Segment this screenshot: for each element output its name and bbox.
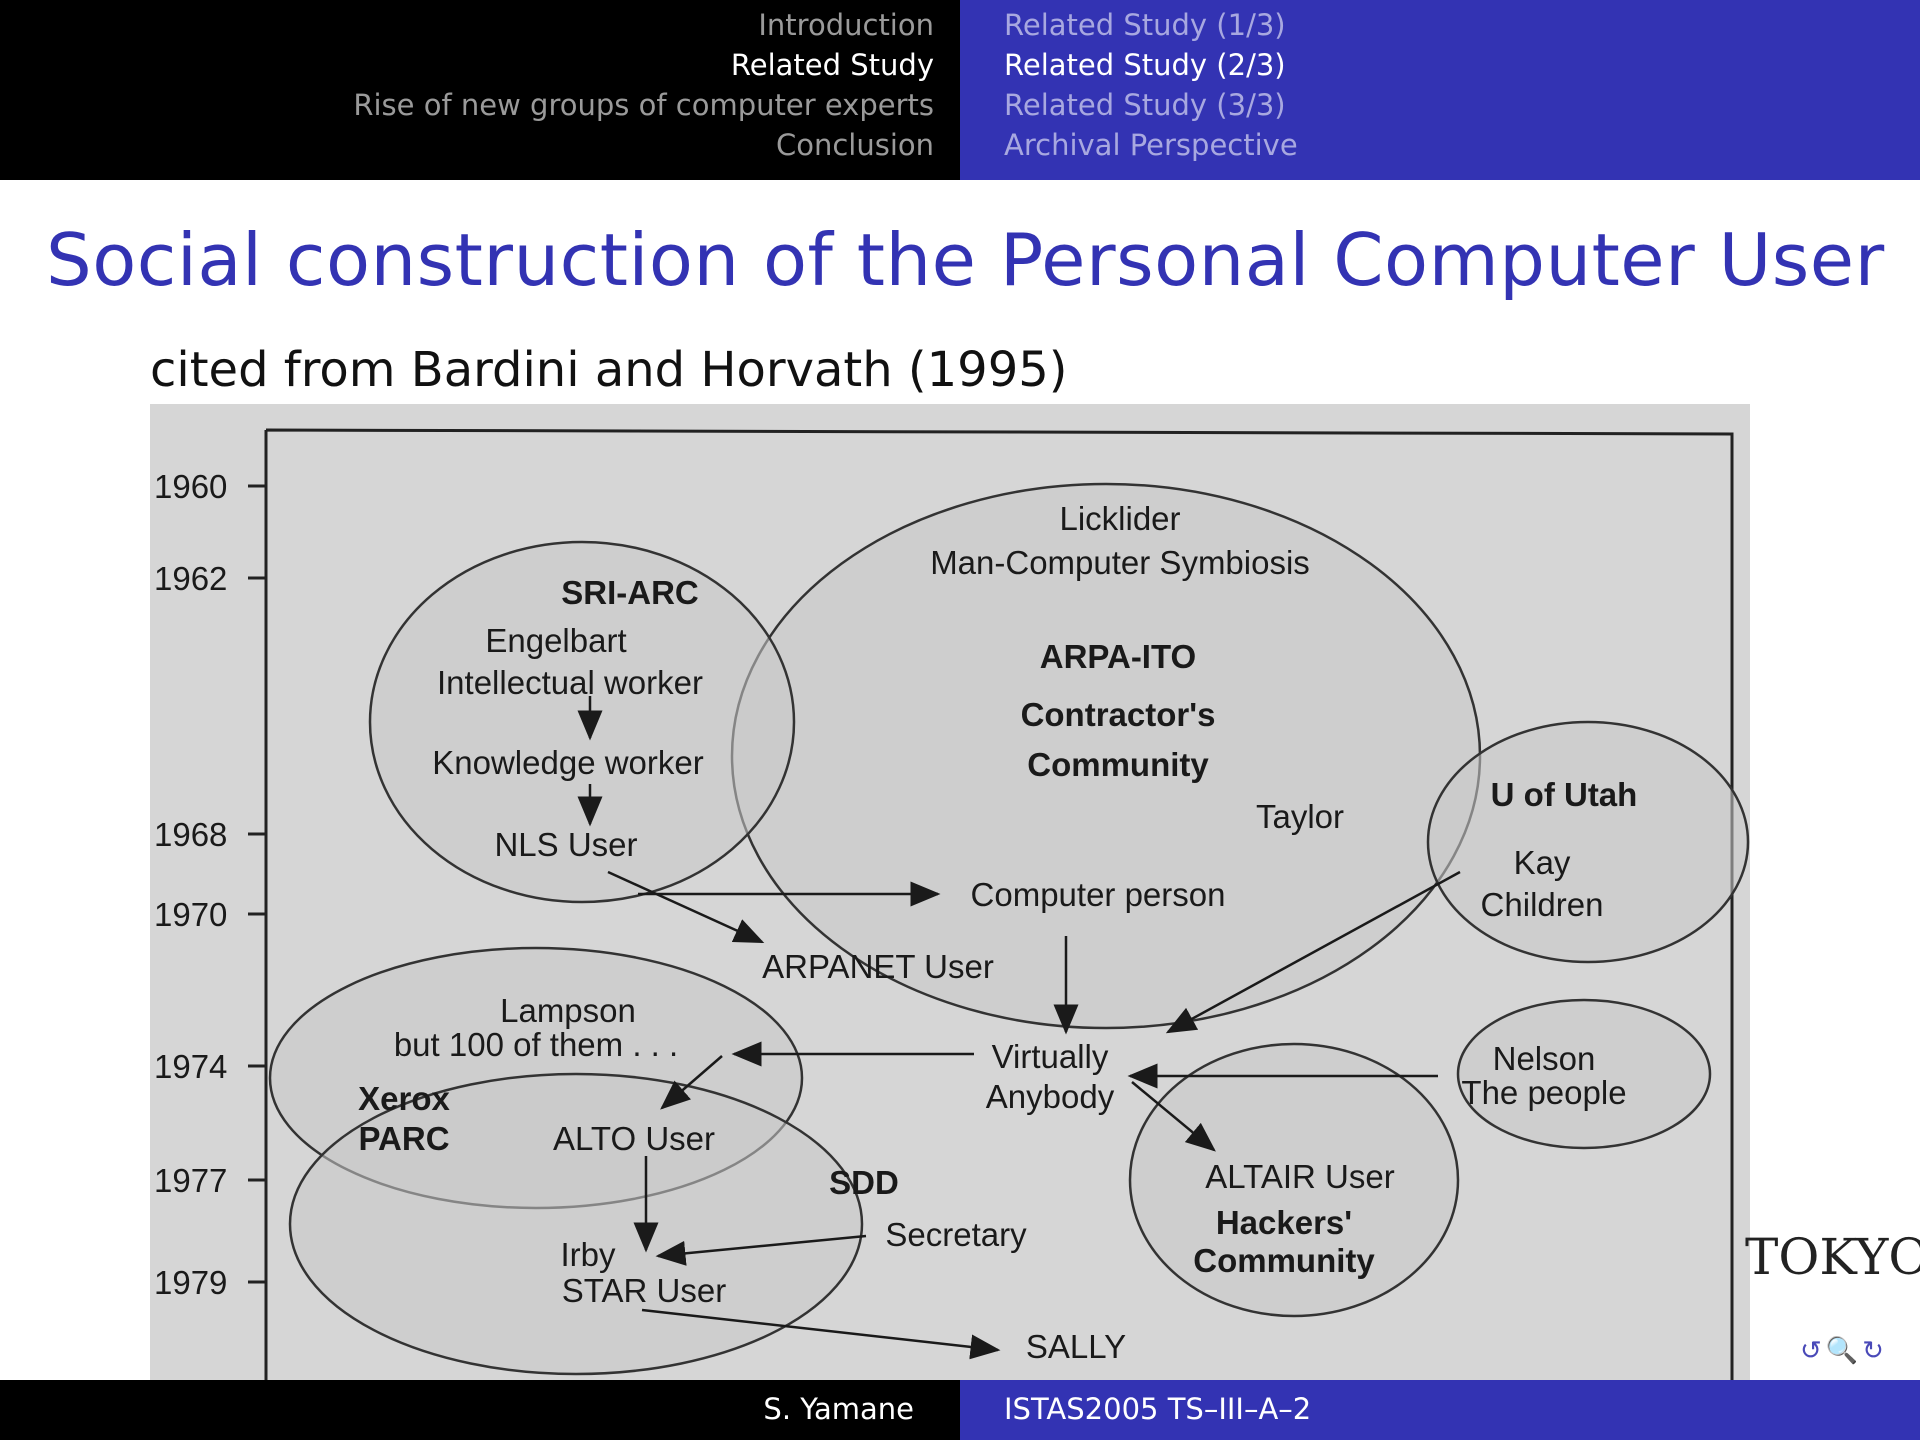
year-1977: 1977 (154, 1162, 227, 1199)
nav-section-conclusion[interactable]: Conclusion (775, 128, 934, 162)
children-label: Children (1481, 886, 1604, 923)
diagram-arrows (577, 696, 1461, 1360)
year-ticks (248, 484, 266, 1284)
header-sections-panel: Introduction Related Study Rise of new g… (0, 0, 960, 180)
utah-label: U of Utah (1491, 776, 1638, 813)
the-people-label: The people (1461, 1074, 1626, 1111)
alto-user-label: ALTO User (553, 1120, 715, 1157)
arpanet-user-label: ARPANET User (762, 948, 994, 985)
university-logo: TOKYO (1745, 1228, 1920, 1286)
nav-subsection-related-3[interactable]: Related Study (3/3) (1004, 88, 1286, 122)
nav-section-related-study[interactable]: Related Study (730, 48, 934, 82)
year-1968: 1968 (154, 816, 227, 853)
nav-section-rise-of-experts[interactable]: Rise of new groups of computer experts (353, 88, 934, 122)
hackers-community-label: Community (1193, 1242, 1375, 1279)
taylor-label: Taylor (1256, 798, 1344, 835)
knowledge-worker-label: Knowledge worker (432, 744, 703, 781)
utah-ellipse (1426, 720, 1750, 964)
nav-subsection-related-1[interactable]: Related Study (1/3) (1004, 8, 1286, 42)
beamer-navigation-icons[interactable]: ↺🔍↻ (1800, 1336, 1888, 1366)
footer-talk-panel: ISTAS2005 TS–III–A–2 (960, 1380, 1920, 1440)
nav-section-introduction[interactable]: Introduction (758, 8, 934, 42)
lampson-label: Lampson (500, 992, 636, 1029)
xerox-label: Xerox (358, 1080, 450, 1117)
engelbart-label: Engelbart (485, 622, 626, 659)
altair-user-label: ALTAIR User (1205, 1158, 1394, 1195)
year-1960: 1960 (154, 468, 227, 505)
sri-arc-label: SRI-ARC (561, 574, 699, 611)
footer-author-panel: S. Yamane (0, 1380, 960, 1440)
star-user-label: STAR User (562, 1272, 726, 1309)
but-100-label: but 100 of them . . . (394, 1026, 678, 1063)
sdd-ellipse (288, 1072, 864, 1376)
symbiosis-label: Man-Computer Symbiosis (930, 544, 1310, 581)
sdd-label: SDD (829, 1164, 899, 1201)
year-1979: 1979 (154, 1264, 227, 1301)
arpa-ito-label: ARPA-ITO (1040, 638, 1196, 675)
nav-subsection-related-2[interactable]: Related Study (2/3) (1004, 48, 1286, 82)
intellectual-worker-label: Intellectual worker (437, 664, 703, 701)
year-1962: 1962 (154, 560, 227, 597)
diagram-svg: 1960 1962 1968 1970 1974 1977 1979 (154, 428, 1750, 1380)
diagram-figure: 1960 1962 1968 1970 1974 1977 1979 (150, 404, 1750, 1380)
anybody-label: Anybody (986, 1078, 1115, 1115)
computer-person-label: Computer person (971, 876, 1226, 913)
hackers-ellipse (1128, 1042, 1460, 1318)
nav-subsection-archival[interactable]: Archival Perspective (1004, 128, 1298, 162)
footer-talk-id: ISTAS2005 TS–III–A–2 (1004, 1392, 1312, 1426)
nls-user-label: NLS User (494, 826, 637, 863)
slide-title: Social construction of the Personal Comp… (46, 218, 1885, 302)
parc-label: PARC (358, 1120, 449, 1157)
sally-label: SALLY (1026, 1328, 1126, 1365)
licklider-label: Licklider (1059, 500, 1180, 537)
community-label: Community (1027, 746, 1209, 783)
diagram-frame (264, 428, 1734, 1380)
footer-author: S. Yamane (763, 1392, 914, 1426)
hackers-label: Hackers' (1216, 1204, 1352, 1241)
slide-subtitle: cited from Bardini and Horvath (1995) (150, 342, 1068, 398)
year-1970: 1970 (154, 896, 227, 933)
secretary-label: Secretary (885, 1216, 1027, 1253)
kay-label: Kay (1514, 844, 1571, 881)
nelson-label: Nelson (1493, 1040, 1596, 1077)
virtually-label: Virtually (992, 1038, 1109, 1075)
irby-label: Irby (560, 1236, 616, 1273)
header-subsections-panel: Related Study (1/3) Related Study (2/3) … (960, 0, 1920, 180)
nelson-ellipse (1456, 998, 1712, 1150)
year-1974: 1974 (154, 1048, 227, 1085)
contractors-label: Contractor's (1021, 696, 1216, 733)
